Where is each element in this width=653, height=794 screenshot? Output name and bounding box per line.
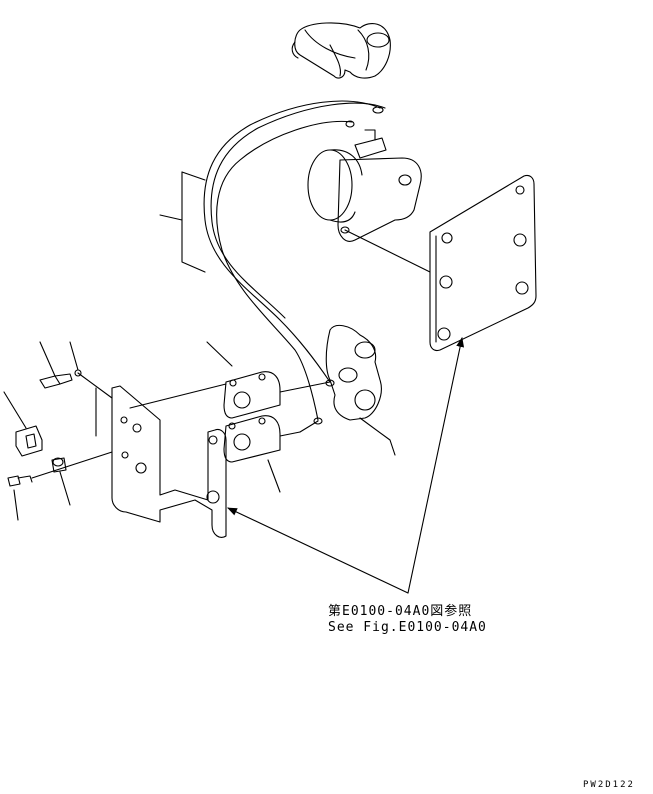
mounting-bracket xyxy=(111,385,227,538)
boot-covers xyxy=(291,22,391,79)
hardware-parts xyxy=(7,369,82,487)
cover-plate xyxy=(429,174,537,352)
callout-leaders xyxy=(3,341,281,521)
relays xyxy=(223,371,331,463)
reference-arrows xyxy=(227,337,465,594)
leader-line xyxy=(344,229,431,273)
wire-harness xyxy=(203,100,386,425)
reference-note-en: See Fig.E0100-04A0 xyxy=(328,620,487,635)
battery-relay xyxy=(307,129,422,242)
terminal-covers xyxy=(325,324,396,456)
drawing-code: PW2D122 xyxy=(583,780,635,790)
reference-note-jp: 第E0100-04A0図参照 xyxy=(328,604,473,619)
mounting-panel xyxy=(159,171,206,273)
